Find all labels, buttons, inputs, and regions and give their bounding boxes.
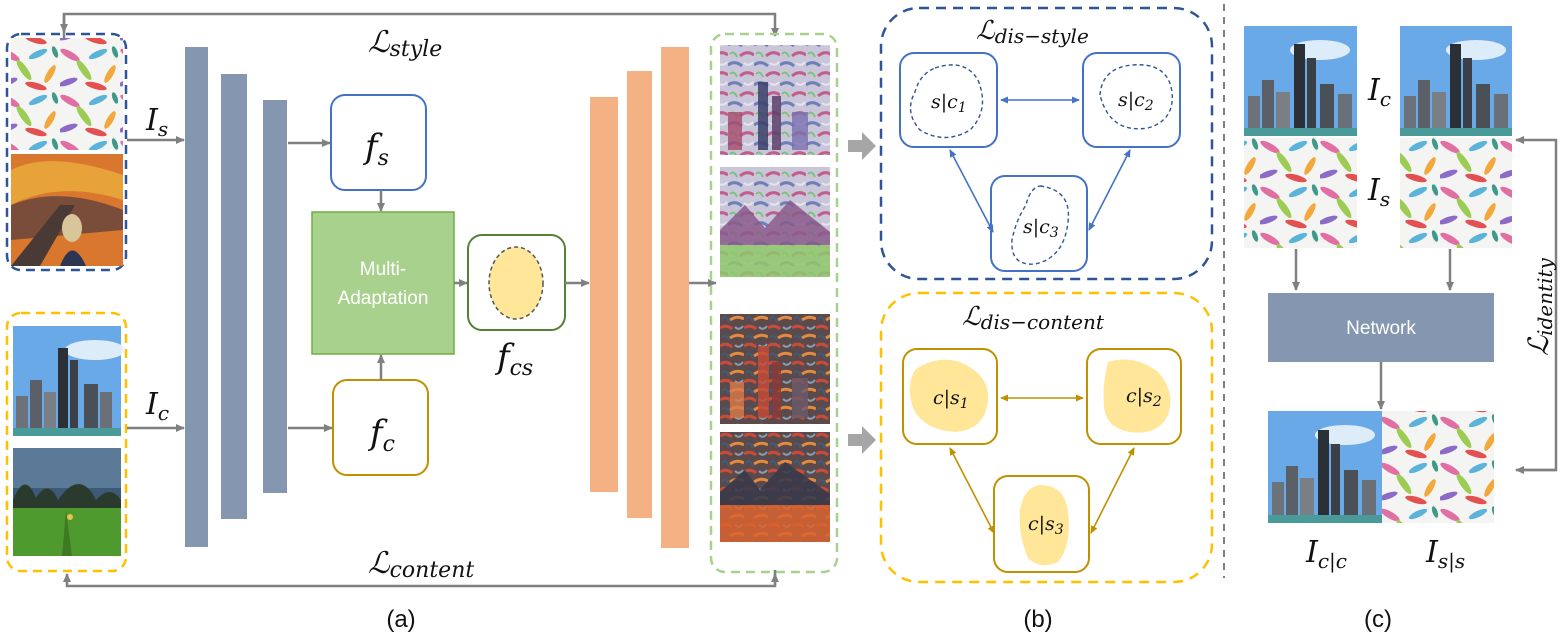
encoder-bar-1	[185, 47, 208, 547]
dis-style-frame	[879, 6, 1214, 281]
c-content-image-right	[1400, 26, 1512, 136]
input-content-label: Ic	[145, 387, 169, 425]
input-style-label: Is	[145, 103, 168, 141]
network-label: Network	[1346, 318, 1416, 339]
sc1-box	[899, 52, 998, 148]
loss-content-label: ℒcontent	[368, 546, 474, 583]
multi-adaptation-box	[311, 211, 455, 355]
sc2-box	[1082, 52, 1181, 148]
cs1-cs3-link	[949, 447, 995, 534]
encoder-bar-3	[263, 100, 287, 493]
cs2-label: c|s2	[1126, 385, 1162, 410]
c-output-style-image	[1382, 411, 1494, 523]
cs1-label: c|s1	[933, 387, 969, 412]
encoder-bar-2	[221, 74, 247, 519]
sc3-label: s|c3	[1023, 216, 1059, 241]
loss-style-label: ℒstyle	[368, 25, 442, 62]
decoder-bar-2	[627, 71, 652, 518]
c-content-image-left	[1244, 26, 1357, 136]
decoder-bar-1	[590, 97, 618, 492]
stylized-output-image-4	[720, 432, 830, 542]
sc1-sc3-link	[949, 149, 994, 233]
stylized-output-image	[720, 45, 830, 155]
c-style-image-right	[1400, 138, 1512, 248]
feather-pattern-image	[11, 38, 123, 150]
out-ss-label: Is|s	[1425, 535, 1465, 574]
network-box	[1268, 293, 1494, 362]
loss-dis-style-label: ℒdis−style	[976, 16, 1089, 48]
c-style-image-left	[1244, 138, 1357, 248]
sc2-sc3-link	[1088, 149, 1131, 231]
loss-dis-content-label: ℒdis−content	[962, 302, 1105, 334]
loss-identity-label: ℒidentity	[1522, 257, 1557, 356]
fs-box	[330, 94, 427, 191]
output-frame	[709, 32, 839, 574]
panel-c-label: (c)	[1364, 606, 1392, 633]
city-skyline-image	[13, 326, 125, 436]
scream-painting-image	[11, 154, 123, 266]
c-output-content-image	[1268, 411, 1382, 523]
cs2-cs3-link	[1090, 447, 1135, 534]
c-ic-label: Ic	[1367, 73, 1391, 111]
to-dis-style-arrow	[848, 132, 876, 160]
sc3-blob	[1011, 185, 1070, 265]
sc1-label: s|c1	[931, 91, 967, 116]
stylized-output-image-3	[720, 314, 830, 424]
out-cc-label: Ic|c	[1305, 535, 1347, 574]
dis-content-frame	[879, 291, 1214, 584]
sc1-blob	[909, 64, 984, 139]
content-input-frame	[5, 311, 128, 573]
cs3-label: c|s3	[1028, 513, 1064, 538]
sc2-label: s|c2	[1118, 89, 1154, 114]
c-is-label: Is	[1367, 173, 1390, 211]
cs3-blob	[1019, 485, 1069, 566]
style-input-frame	[5, 32, 128, 272]
panel-a-label: (a)	[386, 606, 415, 633]
adaptation-line2: Adaptation	[338, 288, 429, 309]
rice-field-image	[13, 448, 121, 556]
decoder-bar-3	[661, 47, 689, 548]
cs1-blob	[909, 359, 989, 432]
fcs-ellipse	[488, 246, 544, 320]
adaptation-line1: Multi-	[360, 259, 406, 280]
stylized-output-image-2	[720, 167, 830, 277]
panel-b-label: (b)	[1023, 606, 1052, 633]
cs2-blob	[1103, 359, 1171, 433]
fcs-label: fcs	[494, 337, 533, 381]
to-dis-content-arrow	[848, 426, 876, 454]
